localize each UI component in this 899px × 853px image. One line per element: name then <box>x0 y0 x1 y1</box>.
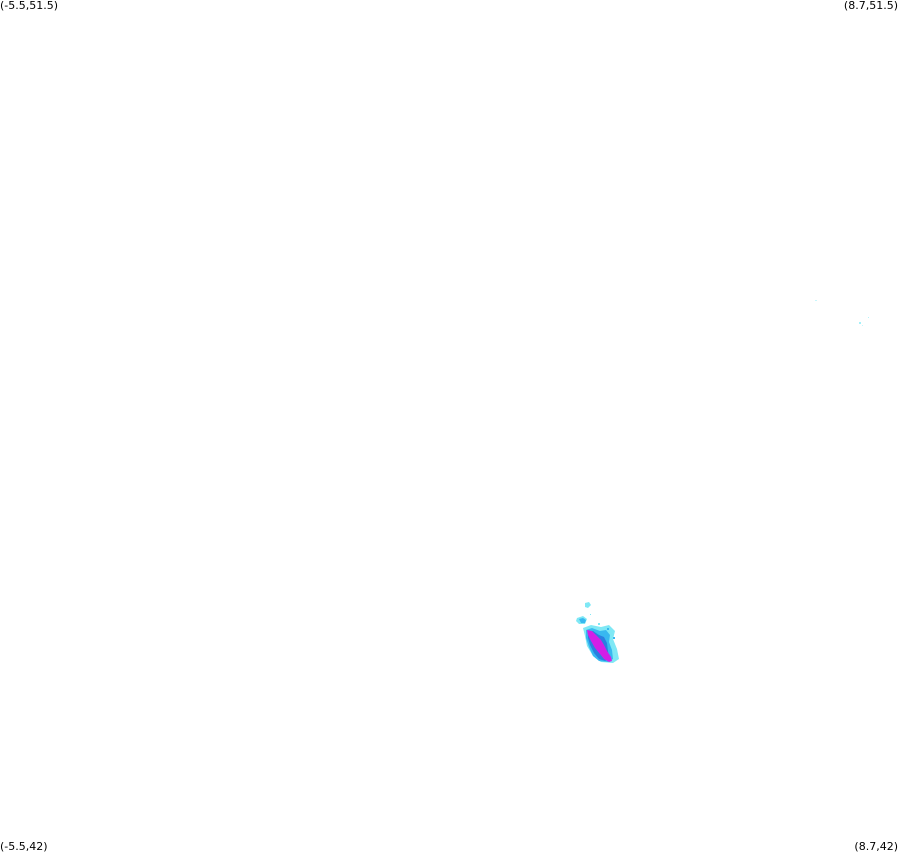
echo-intense <box>587 630 612 662</box>
echo-speck <box>590 614 591 615</box>
echo-medium <box>579 618 586 623</box>
faint-echo <box>862 325 863 326</box>
corner-label-bottom-left: (-5.5,42) <box>0 840 48 853</box>
corner-label-top-right: (8.7,51.5) <box>843 0 898 12</box>
faint-echo-group <box>815 300 869 326</box>
corner-label-bottom-right: (8.7,42) <box>854 840 898 853</box>
echo-light <box>585 602 591 608</box>
precipitation-cell <box>576 602 619 663</box>
corner-label-top-left: (-5.5,51.5) <box>0 0 59 12</box>
echo-speck <box>598 623 600 625</box>
echo-speck <box>607 628 609 630</box>
faint-echo <box>815 300 817 301</box>
echo-speck <box>613 637 615 639</box>
faint-echo <box>859 322 861 324</box>
faint-echo <box>868 317 869 318</box>
